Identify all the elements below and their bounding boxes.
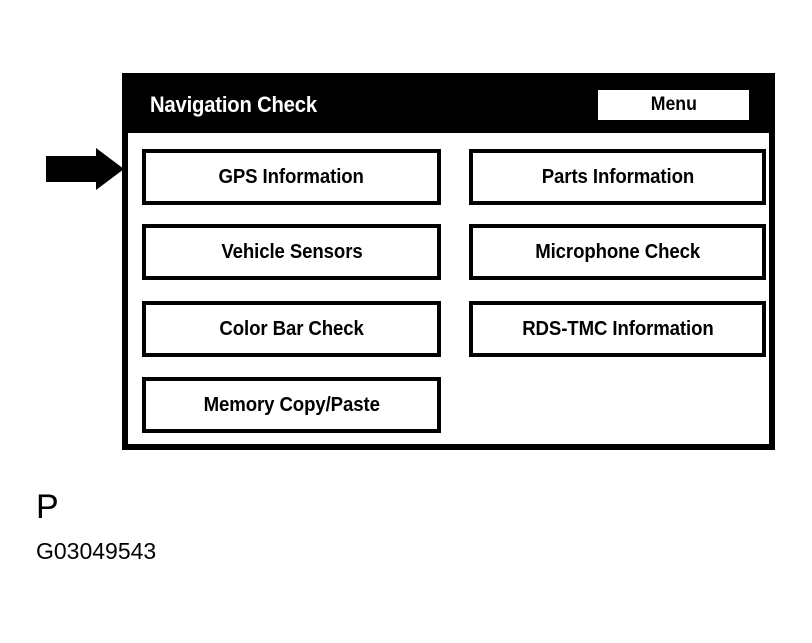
menu-button-label: Menu (650, 94, 697, 115)
figure-caption: P G03049543 (36, 487, 156, 565)
menu-item-color-bar-check[interactable]: Color Bar Check (142, 301, 441, 357)
menu-item-gps-information[interactable]: GPS Information (142, 149, 441, 205)
menu-item-microphone-check[interactable]: Microphone Check (469, 224, 766, 280)
menu-item-label: RDS-TMC Information (521, 317, 714, 340)
title-bar: Navigation Check Menu (128, 79, 769, 133)
page-title: Navigation Check (150, 92, 317, 117)
menu-item-label: GPS Information (218, 165, 365, 188)
menu-item-label: Memory Copy/Paste (203, 393, 380, 416)
menu-item-parts-information[interactable]: Parts Information (469, 149, 766, 205)
menu-item-label: Microphone Check (535, 240, 700, 263)
caption-letter: P (36, 488, 59, 526)
menu-item-vehicle-sensors[interactable]: Vehicle Sensors (142, 224, 441, 280)
menu-item-label: Vehicle Sensors (220, 240, 363, 263)
menu-button[interactable]: Menu (596, 88, 751, 122)
menu-item-label: Parts Information (541, 165, 694, 188)
figure-code: G03049543 (36, 538, 157, 564)
navigation-check-panel: Navigation Check Menu GPS Information Pa… (122, 73, 775, 450)
menu-item-rds-tmc-information[interactable]: RDS-TMC Information (469, 301, 766, 357)
right-arrow-icon (46, 148, 124, 190)
menu-item-memory-copy-paste[interactable]: Memory Copy/Paste (142, 377, 441, 433)
menu-item-label: Color Bar Check (219, 317, 364, 340)
